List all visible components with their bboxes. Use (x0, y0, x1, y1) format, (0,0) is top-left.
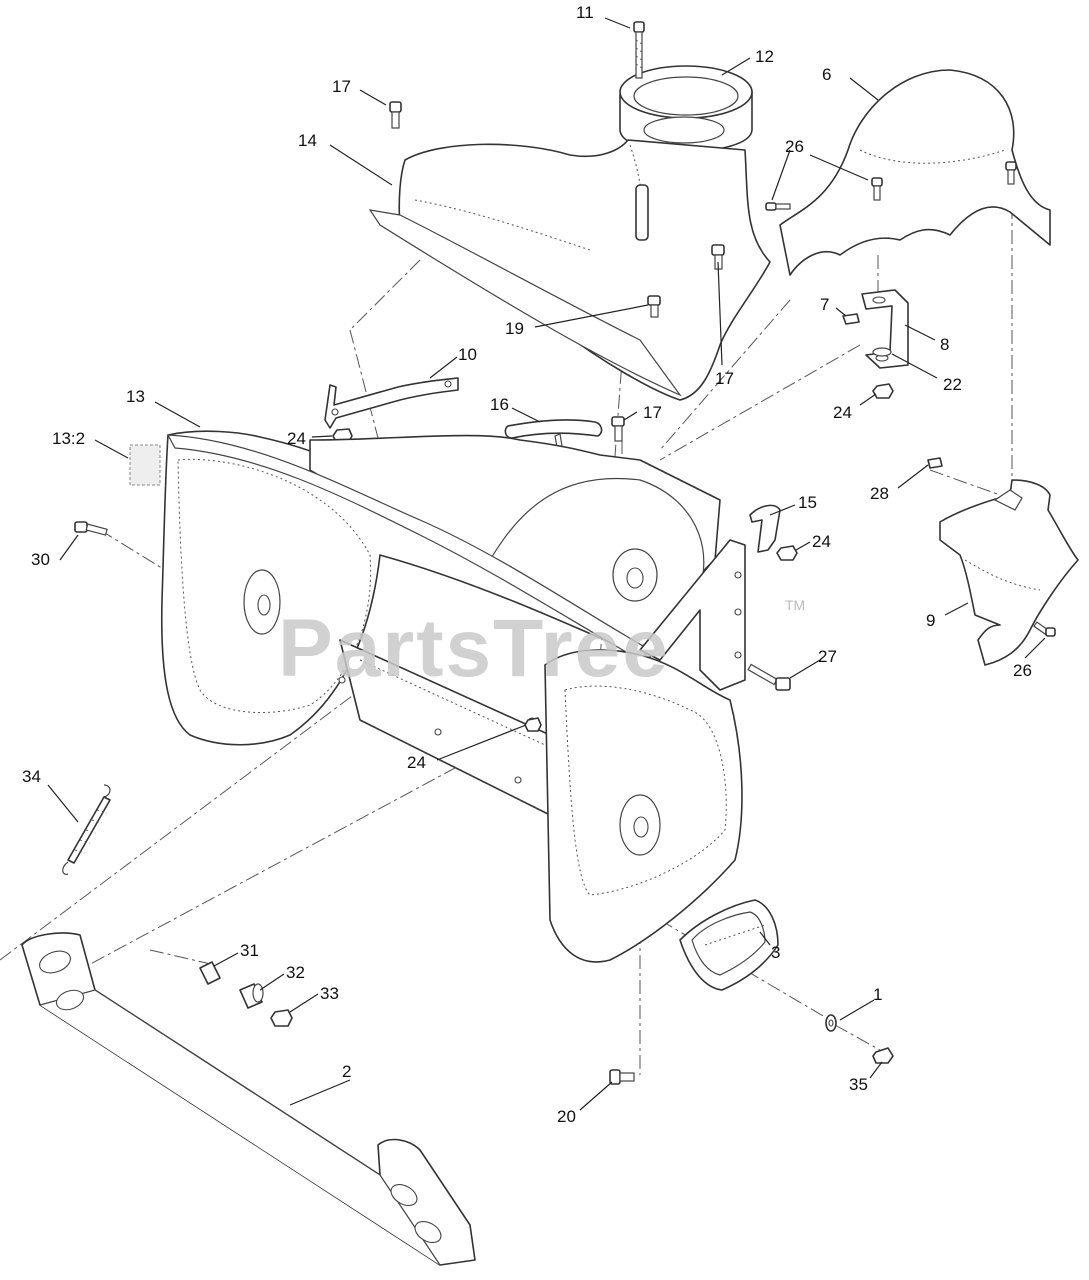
part-19-bolt (647, 295, 661, 318)
callout-22: 22 (943, 375, 962, 394)
callout-labels: 11 12 17 6 14 26 19 17 7 8 22 24 10 24 1… (22, 3, 1032, 1126)
part-35-nut (872, 1047, 894, 1064)
part-right-mount-bracket (639, 539, 746, 691)
callout-35: 35 (849, 1075, 868, 1094)
callout-32: 32 (286, 963, 305, 982)
callout-10: 10 (458, 345, 477, 364)
part-1-washer (825, 1014, 837, 1032)
callout-30: 30 (31, 550, 50, 569)
callout-16: 16 (490, 395, 509, 414)
part-27-bolt (747, 663, 791, 691)
part-24-nut-middle (524, 717, 542, 732)
part-22-washer (872, 347, 892, 357)
part-13-auger-housing (160, 430, 721, 816)
part-17-bolts (389, 101, 725, 442)
part-11-bolt (633, 21, 645, 79)
part-3-skid-shoe (679, 899, 779, 991)
watermark-trademark: TM (785, 597, 805, 613)
callout-7: 7 (820, 295, 829, 314)
part-8-bracket (861, 289, 909, 369)
part-13-right-side-plate (527, 649, 743, 963)
part-13-2-decal (129, 444, 161, 486)
callout-19: 19 (505, 319, 524, 338)
part-14-upper-chute (368, 139, 771, 401)
part-30-bolt (74, 521, 108, 536)
part-12-chute-ring (619, 65, 753, 153)
part-15-bracket (749, 504, 781, 553)
callout-1: 1 (873, 985, 882, 1004)
callout-24-bracket: 24 (812, 532, 831, 551)
callout-17-right: 17 (715, 369, 734, 388)
callout-3: 3 (771, 943, 780, 962)
part-24-nut-15 (776, 545, 798, 561)
callout-28: 28 (870, 484, 889, 503)
callout-15: 15 (798, 493, 817, 512)
callout-24-right: 24 (833, 403, 852, 422)
part-33-nut (270, 1009, 293, 1027)
part-9-lower-deflector (939, 479, 1079, 666)
callout-12: 12 (755, 47, 774, 66)
part-7-clip (842, 313, 860, 325)
watermark-logo: PartsTree (278, 603, 670, 694)
callout-33: 33 (320, 984, 339, 1003)
part-20-bolt (609, 1069, 635, 1085)
callout-17-top: 17 (332, 77, 351, 96)
part-32-bushing (239, 983, 264, 1009)
callout-6: 6 (822, 65, 831, 84)
callout-11: 11 (576, 3, 594, 22)
callout-8: 8 (940, 335, 949, 354)
part-34-spring (62, 784, 111, 875)
callout-24-left: 24 (287, 429, 306, 448)
callout-13-2: 13:2 (52, 429, 85, 448)
callout-24-middle: 24 (407, 753, 426, 772)
part-10-bracket (324, 377, 459, 429)
part-28-clip (927, 457, 943, 469)
callout-27: 27 (818, 647, 837, 666)
callout-17-middle: 17 (643, 403, 662, 422)
part-24-nut-right (872, 383, 894, 399)
callout-9: 9 (926, 611, 935, 630)
callout-26-bottom: 26 (1013, 661, 1032, 680)
callout-20: 20 (557, 1107, 576, 1126)
part-31-spacer (199, 961, 221, 985)
part-6-deflector-cover (765, 69, 1051, 276)
part-2-scraper-bar (21, 932, 476, 1266)
callout-31: 31 (240, 941, 259, 960)
callout-13: 13 (126, 387, 145, 406)
leader-lines (47, 17, 1046, 1111)
callout-2: 2 (342, 1062, 351, 1081)
callout-14: 14 (298, 131, 317, 150)
callout-26-top: 26 (785, 137, 804, 156)
part-26-bolt-lower (1033, 621, 1056, 637)
callout-34: 34 (22, 767, 41, 786)
